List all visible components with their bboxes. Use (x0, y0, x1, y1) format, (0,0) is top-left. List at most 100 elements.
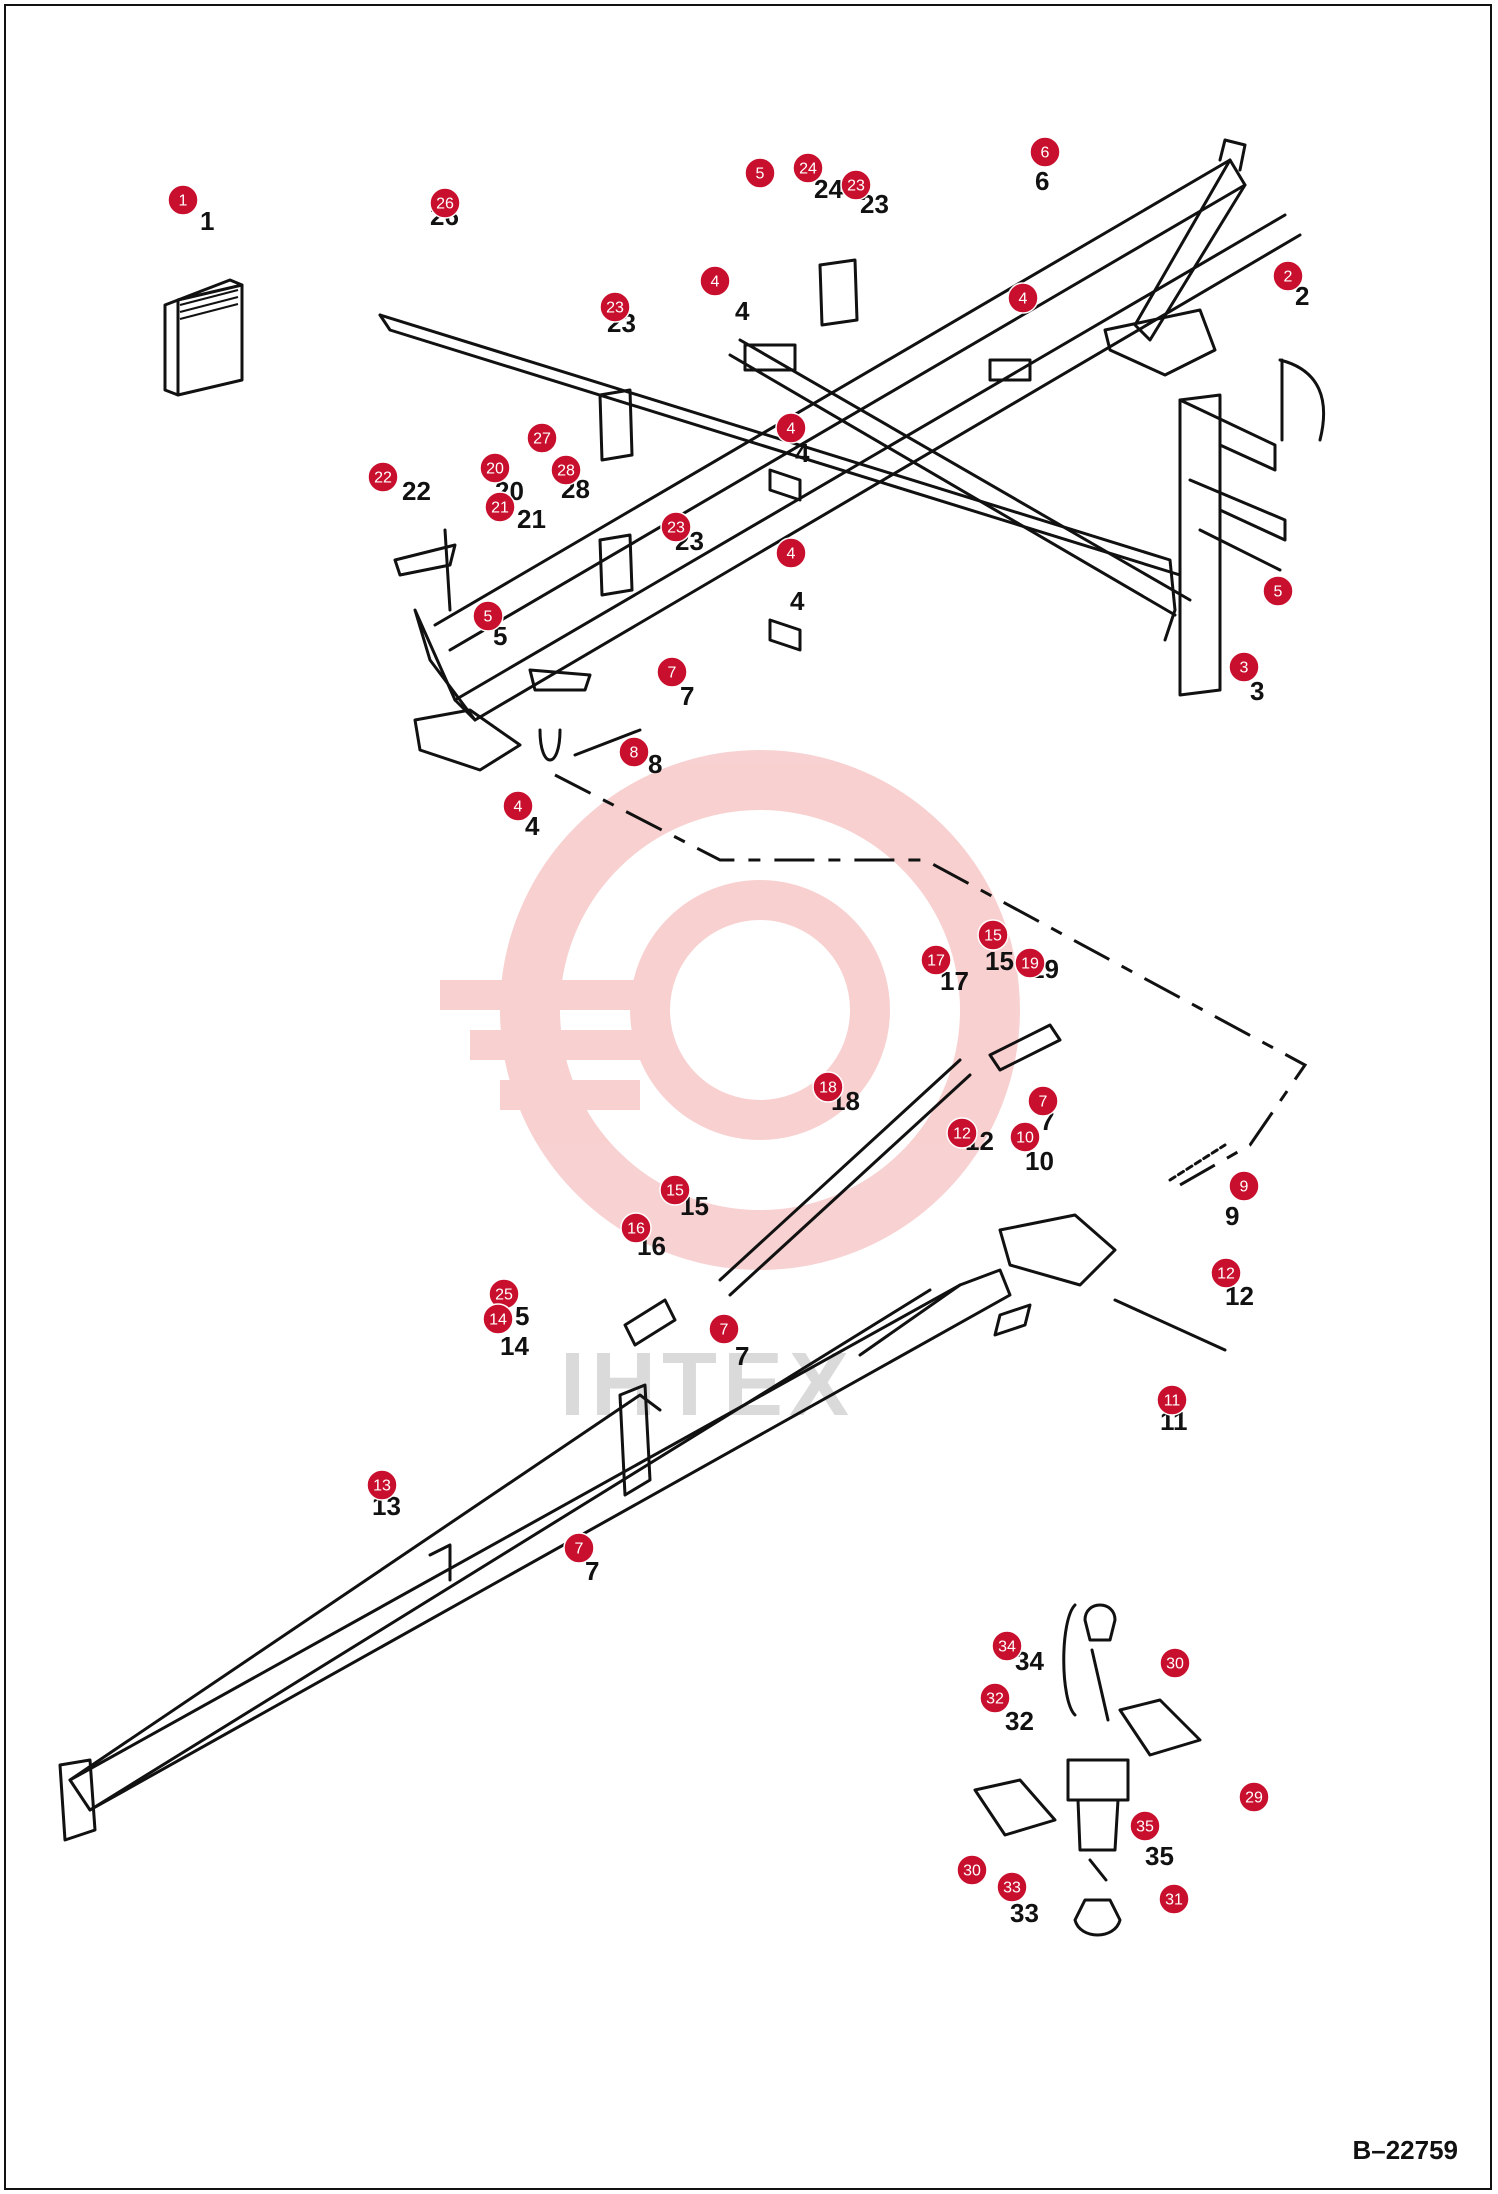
callout-25[interactable]: 25 (488, 1278, 520, 1310)
callout-number: 6 (1041, 145, 1050, 162)
callout-number: 30 (963, 1863, 981, 1880)
part-number-label: 4 (790, 586, 805, 616)
callout-number: 34 (998, 1639, 1016, 1656)
callout-6[interactable]: 6 (1029, 136, 1061, 168)
callout-number: 9 (1240, 1179, 1249, 1196)
watermark-text: ІНТЕХ (560, 1335, 855, 1435)
part-number-label: 1 (200, 206, 214, 236)
callout-7[interactable]: 7 (563, 1532, 595, 1564)
callout-12[interactable]: 12 (1210, 1257, 1242, 1289)
callout-29[interactable]: 29 (1238, 1781, 1270, 1813)
callout-number: 33 (1003, 1880, 1021, 1897)
callout-number: 10 (1016, 1130, 1034, 1147)
callout-5[interactable]: 5 (744, 157, 776, 189)
callout-9[interactable]: 9 (1228, 1170, 1260, 1202)
callout-34[interactable]: 34 (991, 1630, 1023, 1662)
callout-23[interactable]: 23 (599, 291, 631, 323)
callout-number: 27 (533, 431, 551, 448)
callout-4[interactable]: 4 (502, 790, 534, 822)
callout-10[interactable]: 10 (1009, 1121, 1041, 1153)
callout-33[interactable]: 33 (996, 1871, 1028, 1903)
callout-14[interactable]: 14 (482, 1303, 514, 1335)
callout-19[interactable]: 19 (1014, 947, 1046, 979)
callout-1[interactable]: 1 (167, 184, 199, 216)
callout-17[interactable]: 17 (920, 944, 952, 976)
callout-18[interactable]: 18 (812, 1071, 844, 1103)
callout-number: 30 (1166, 1656, 1184, 1673)
callout-number: 4 (787, 546, 796, 563)
callout-4[interactable]: 4 (775, 537, 807, 569)
part-number-label: 5 (515, 1301, 529, 1331)
callout-number: 5 (1274, 584, 1283, 601)
callout-27[interactable]: 27 (526, 422, 558, 454)
part-number-label: 21 (517, 504, 546, 534)
callout-number: 7 (1039, 1094, 1048, 1111)
callout-7[interactable]: 7 (708, 1313, 740, 1345)
callout-number: 17 (927, 953, 945, 970)
callout-7[interactable]: 7 (656, 656, 688, 688)
reference-code: B–22759 (1352, 2135, 1458, 2165)
callout-number: 24 (799, 161, 817, 178)
callout-5[interactable]: 5 (1262, 575, 1294, 607)
callout-23[interactable]: 23 (660, 511, 692, 543)
decal-kit-drawing (163, 278, 244, 397)
part-number-label: 32 (1005, 1706, 1034, 1736)
callout-number: 22 (374, 470, 392, 487)
callout-number: 15 (666, 1183, 684, 1200)
callout-number: 23 (847, 178, 865, 195)
part-number-label: 4 (735, 296, 750, 326)
callout-30[interactable]: 30 (1159, 1647, 1191, 1679)
callout-35[interactable]: 35 (1129, 1810, 1161, 1842)
callout-number: 5 (484, 609, 493, 626)
callout-4[interactable]: 4 (775, 412, 807, 444)
callout-number: 23 (606, 300, 624, 317)
callout-16[interactable]: 16 (620, 1212, 652, 1244)
callout-number: 12 (1217, 1266, 1235, 1283)
callout-11[interactable]: 11 (1156, 1384, 1188, 1416)
callout-23[interactable]: 23 (840, 169, 872, 201)
part-number-label: 7 (735, 1341, 749, 1371)
callout-number: 19 (1021, 956, 1039, 973)
callout-4[interactable]: 4 (699, 265, 731, 297)
callout-22[interactable]: 22 (367, 461, 399, 493)
callout-3[interactable]: 3 (1228, 651, 1260, 683)
callout-26[interactable]: 26 (429, 187, 461, 219)
part-number-label: 2 (1295, 281, 1309, 311)
upper-frame-drawing (378, 138, 1326, 772)
tongue-drawing (58, 1268, 1032, 1842)
callout-30[interactable]: 30 (956, 1854, 988, 1886)
callout-31[interactable]: 31 (1158, 1883, 1190, 1915)
callout-28[interactable]: 28 (550, 454, 582, 486)
callout-number: 3 (1240, 660, 1249, 677)
callout-7[interactable]: 7 (1027, 1085, 1059, 1117)
part-number-label: 35 (1145, 1841, 1174, 1871)
callout-4[interactable]: 4 (1007, 282, 1039, 314)
callout-15[interactable]: 15 (977, 919, 1009, 951)
callout-number: 29 (1245, 1790, 1263, 1807)
callout-number: 2 (1284, 269, 1293, 286)
part-number-label: 22 (402, 476, 431, 506)
callout-number: 35 (1136, 1819, 1154, 1836)
part-number-label: 33 (1010, 1898, 1039, 1928)
callout-number: 7 (575, 1541, 584, 1558)
callout-20[interactable]: 20 (479, 452, 511, 484)
callout-24[interactable]: 24 (792, 152, 824, 184)
callout-number: 7 (720, 1322, 729, 1339)
part-number-label: 7 (585, 1556, 599, 1586)
callout-number: 14 (489, 1312, 507, 1329)
callout-5[interactable]: 5 (472, 600, 504, 632)
callout-21[interactable]: 21 (484, 491, 516, 523)
part-number-label: 3 (1250, 676, 1264, 706)
callout-number: 12 (953, 1126, 971, 1143)
linkage-drawing (623, 1023, 1227, 1352)
callout-15[interactable]: 15 (659, 1174, 691, 1206)
callout-13[interactable]: 13 (366, 1469, 398, 1501)
callout-32[interactable]: 32 (979, 1682, 1011, 1714)
callout-12[interactable]: 12 (946, 1117, 978, 1149)
part-number-label: 9 (1225, 1201, 1239, 1231)
diagram-frame (4, 4, 1492, 2190)
callout-2[interactable]: 2 (1272, 260, 1304, 292)
callout-8[interactable]: 8 (618, 736, 650, 768)
callout-number: 4 (787, 421, 796, 438)
part-number-label: 6 (1035, 166, 1049, 196)
